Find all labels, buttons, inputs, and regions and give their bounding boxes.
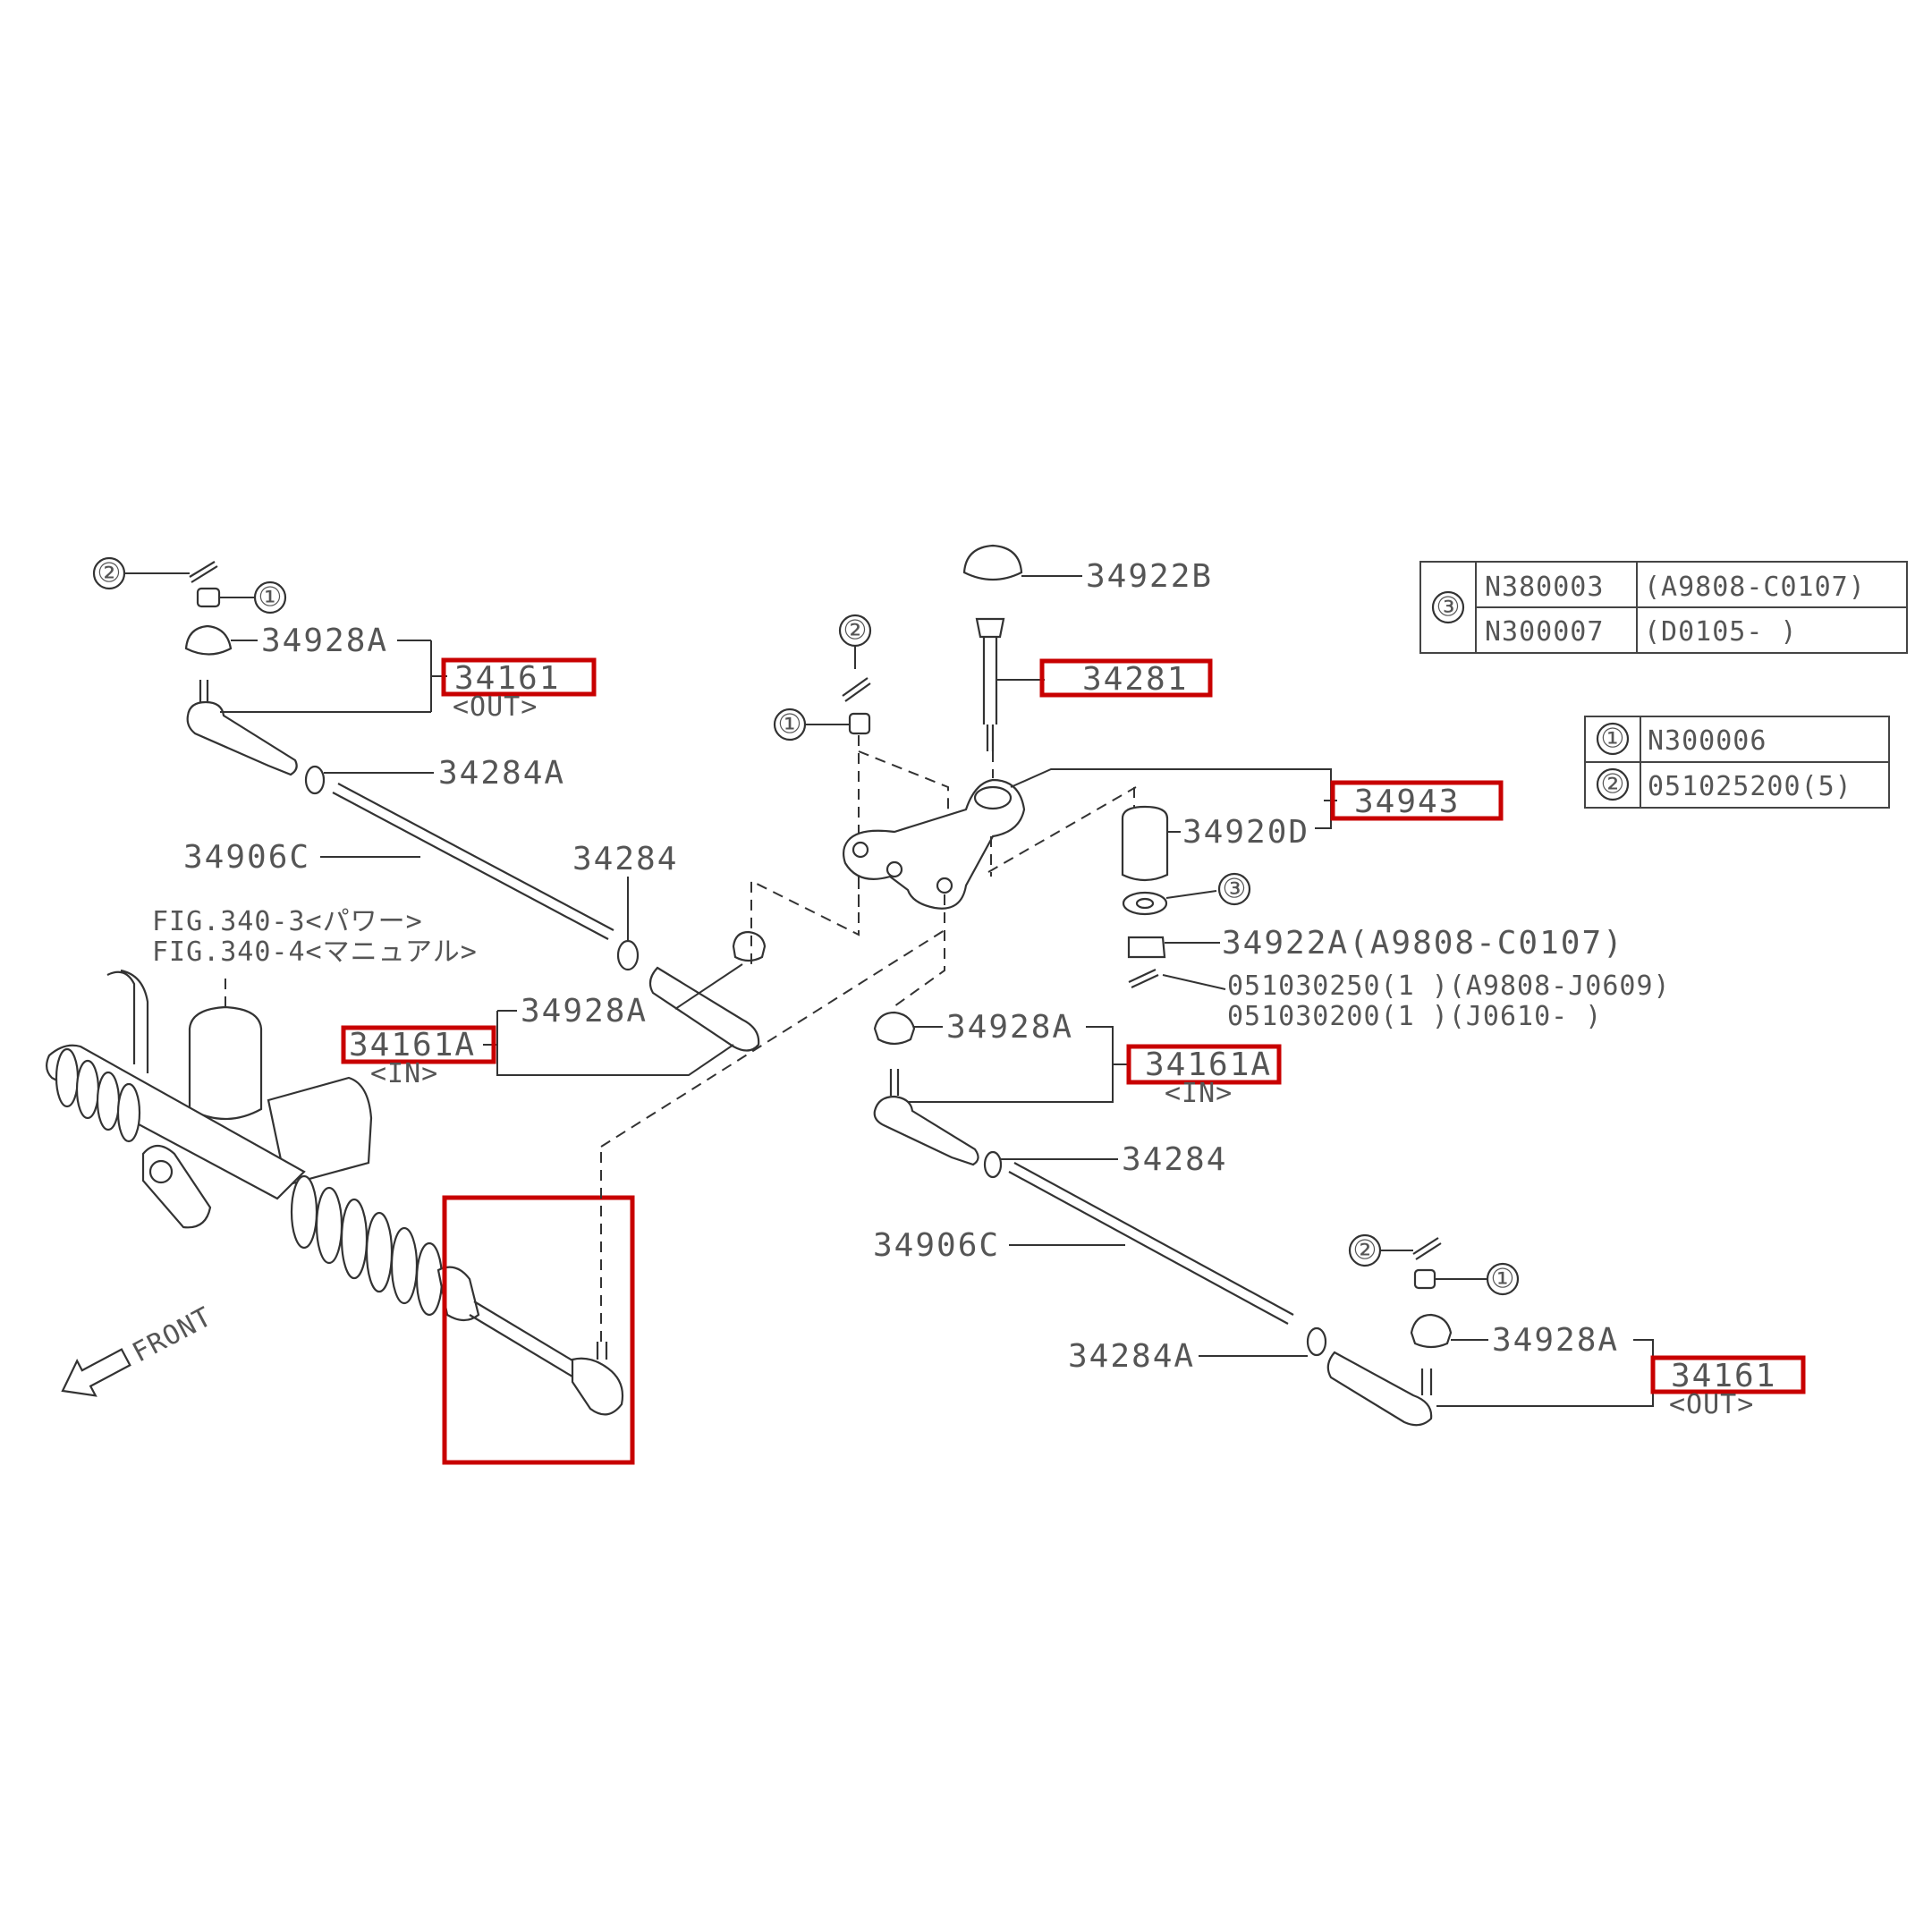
cotter-pin-icon (1412, 1237, 1442, 1260)
table-cell: N300007 (1485, 616, 1604, 648)
castle-nut-icon (848, 712, 871, 735)
callout-3-label: ③ (1223, 874, 1247, 905)
bushing-cap-icon (962, 544, 1023, 581)
highlight-box (1330, 780, 1504, 821)
steering-gearbox (46, 969, 624, 1416)
callout-1-2-table: ① ② N300006 051025200(5) (1584, 716, 1890, 809)
highlight-frame (442, 1195, 635, 1465)
dust-boot-icon (184, 624, 233, 656)
callout-3-label: ③ (1436, 592, 1461, 623)
tie-rod-shaft (469, 1301, 587, 1383)
part-label: 051030200(1 )(J0610- ) (1227, 1001, 1602, 1032)
part-label: 34928A (946, 1009, 1073, 1046)
callout-circle (1217, 872, 1251, 906)
table-cell: (D0105- ) (1644, 616, 1798, 648)
part-label: 34284A (1068, 1338, 1195, 1375)
lock-nut-icon (304, 765, 326, 795)
part-label-highlight: 34281 (1082, 661, 1188, 698)
tie-rod-end-icon (571, 1357, 624, 1416)
highlight-box (341, 1025, 496, 1064)
callout-circle (253, 580, 287, 614)
fig-ref-power: FIG.340-3<パワー> (152, 906, 423, 937)
outer-tie-rod-end-icon (1326, 1351, 1433, 1427)
callout-2-label: ② (97, 558, 122, 589)
position-label: <OUT> (1669, 1389, 1754, 1420)
position-label: <IN> (370, 1058, 438, 1089)
part-label: 34928A (261, 623, 388, 659)
jam-nut-icon (1306, 1326, 1327, 1357)
callout-circle (1596, 767, 1630, 801)
fig-ref-manual: FIG.340-4<マニュアル> (152, 936, 478, 968)
tie-rod-right: 34928A 34284 34906C 34284A ② ① 34928A (873, 1009, 1654, 1427)
callout-circle (1431, 590, 1465, 624)
bolt-head-icon (975, 617, 1005, 639)
part-label: 34906C (873, 1227, 1000, 1264)
callout-3-table: ③ N380003 (A9808-C0107) N300007 (D0105- … (1419, 561, 1908, 654)
idler-arm-assembly: ② ① 34922B 34920D (750, 544, 1671, 1032)
table-cell: (A9808-C0107) (1644, 572, 1866, 603)
part-label: 34928A (1492, 1322, 1619, 1359)
part-label: 34920D (1182, 814, 1309, 851)
highlight-box (1650, 1355, 1806, 1394)
position-label: <OUT> (453, 691, 538, 723)
part-label: 34284A (438, 755, 565, 792)
lock-nut-icon (983, 1150, 1003, 1179)
dust-boot-icon (873, 1011, 916, 1046)
highlight-box (441, 657, 597, 697)
callout-1-label: ① (778, 709, 802, 741)
callout-1-label: ① (1491, 1264, 1515, 1295)
part-label-highlight: 34161 (454, 660, 560, 697)
bolt-icon (1128, 969, 1159, 988)
castle-nut-icon (196, 587, 221, 608)
table-cell: N380003 (1485, 572, 1604, 603)
part-label: 34906C (183, 839, 310, 876)
tie-rod-shaft (1008, 1162, 1294, 1325)
part-label: 34284 (572, 841, 678, 877)
left-bellows-icon (55, 1047, 141, 1143)
part-label-highlight: 34943 (1354, 784, 1460, 820)
callout-circle (1486, 1262, 1520, 1296)
table-cell: N300006 (1648, 725, 1767, 757)
callout-2-label: ② (843, 615, 868, 647)
cotter-pin-icon (189, 561, 218, 583)
dust-boot-icon (1410, 1313, 1453, 1349)
tie-rod-end-icon (186, 700, 298, 776)
part-label-highlight: 34161A (1145, 1046, 1272, 1083)
right-bellows-icon (290, 1174, 444, 1317)
position-label: <IN> (1165, 1078, 1233, 1109)
valve-housing-icon (267, 1076, 373, 1187)
table-cell: 051025200(5) (1648, 771, 1852, 802)
bushing-icon (1121, 805, 1169, 882)
highlight-box (1039, 658, 1213, 698)
rack-end-icon (436, 1266, 480, 1322)
castle-nut-icon (1413, 1268, 1436, 1290)
part-label-highlight: 34161A (349, 1027, 476, 1063)
tie-rod-end-icon (873, 1095, 979, 1166)
front-arrow-icon: FRONT (61, 1301, 217, 1397)
callout-1-label: ① (258, 582, 283, 614)
part-label: 34928A (521, 993, 648, 1030)
inner-tie-rod-end-icon (648, 966, 760, 1052)
cotter-pin-icon (842, 677, 871, 702)
lock-nut-icon (1127, 936, 1166, 959)
dust-boot-icon (732, 930, 767, 962)
jam-nut-icon (616, 939, 640, 971)
callout-2-label: ② (1601, 769, 1625, 801)
part-label: 34284 (1122, 1141, 1227, 1178)
callout-1-label: ① (1601, 724, 1625, 755)
part-label: 051030250(1 )(A9808-J0609) (1227, 970, 1671, 1002)
part-label: 34922A(A9808-C0107) (1222, 925, 1624, 962)
pinion-housing-icon (188, 1005, 263, 1121)
front-label: FRONT (127, 1301, 217, 1369)
part-label-highlight: 34161 (1671, 1358, 1776, 1394)
part-label: 34922B (1086, 558, 1213, 595)
relay-lever-icon (842, 778, 1026, 910)
tie-rod-left-upper: ② ① 34928A 34284A 34906C 34284 (92, 556, 767, 1076)
highlight-box (1126, 1044, 1282, 1085)
callout-circle (1596, 722, 1630, 756)
tie-rod-shaft (332, 783, 614, 940)
callout-2-label: ② (1353, 1235, 1377, 1267)
